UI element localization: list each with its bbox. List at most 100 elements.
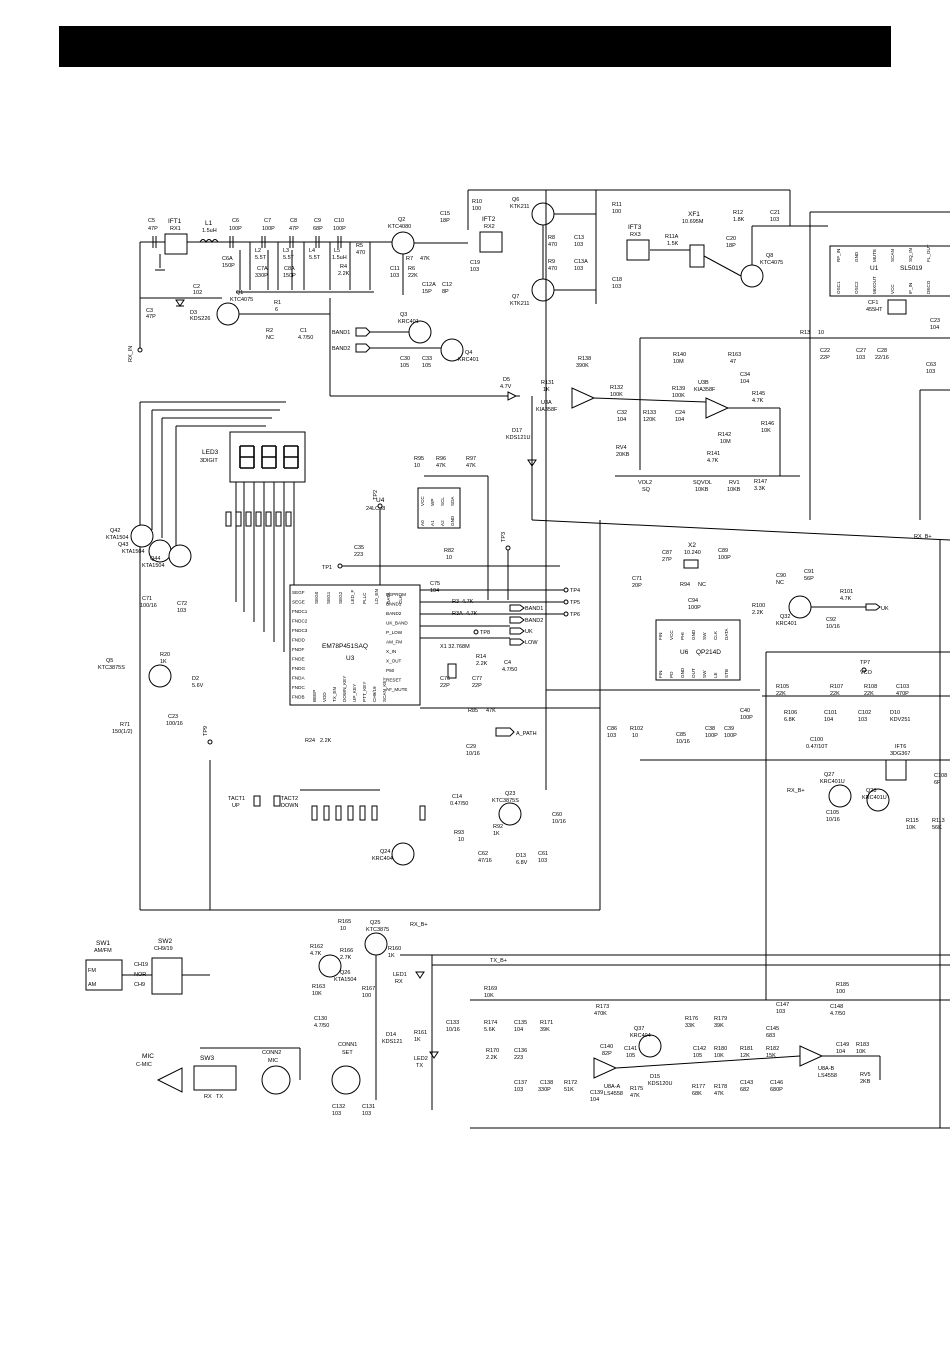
u3-name: EM78P451SAQ <box>322 643 368 650</box>
q27-transistor <box>828 784 852 808</box>
vol2-label: VOL2 <box>638 480 652 486</box>
u3a-opamp <box>571 387 596 409</box>
sw1-switch <box>85 959 123 991</box>
svg-text:1K: 1K <box>160 659 167 665</box>
mic-label: MIC <box>142 1053 154 1060</box>
u3-ic <box>289 584 421 706</box>
q28-label: Q28 <box>866 788 876 794</box>
svg-text:R139: R139 <box>672 386 685 392</box>
q27-value: KRC401U <box>820 779 845 785</box>
band2-port: BAND2 <box>332 346 350 352</box>
svg-text:C22: C22 <box>820 348 830 354</box>
svg-text:103: 103 <box>362 1111 371 1117</box>
tact2-value: DOWN <box>281 803 298 809</box>
u3-pin-label: BAND1 <box>386 602 402 607</box>
uk-port-2: UK <box>881 606 889 612</box>
svg-text:680P: 680P <box>770 1087 783 1093</box>
u6-pin-label: PD <box>669 671 674 678</box>
d3-value: KDS226 <box>190 316 211 322</box>
svg-text:10/16: 10/16 <box>552 819 566 825</box>
u3-pin-label: PLLC <box>362 592 367 604</box>
svg-text:330P: 330P <box>538 1087 551 1093</box>
svg-text:103: 103 <box>574 266 583 272</box>
svg-text:683: 683 <box>766 1033 775 1039</box>
svg-text:C142: C142 <box>693 1046 706 1052</box>
q2-label: Q2 <box>398 217 405 223</box>
svg-text:C13A: C13A <box>574 259 588 265</box>
u8a-opamp <box>593 1057 618 1079</box>
svg-text:4.7/50: 4.7/50 <box>298 335 313 341</box>
svg-text:C10: C10 <box>334 218 344 224</box>
svg-text:2.7K: 2.7K <box>340 955 352 961</box>
svg-text:27P: 27P <box>662 557 672 563</box>
q43-value: KTA1504 <box>122 549 145 555</box>
sw3-rx: RX <box>204 1094 212 1100</box>
x1-crystal <box>447 663 457 679</box>
svg-text:223: 223 <box>514 1055 523 1061</box>
sw2-label: SW2 <box>158 938 172 945</box>
svg-text:R11: R11 <box>612 202 622 208</box>
svg-text:15P: 15P <box>422 289 432 295</box>
svg-text:C71: C71 <box>142 596 152 602</box>
svg-text:100P: 100P <box>724 733 737 739</box>
svg-text:R20: R20 <box>160 652 170 658</box>
svg-text:C28: C28 <box>877 348 887 354</box>
q5-label: Q5 <box>106 658 113 664</box>
svg-text:C13: C13 <box>574 235 584 241</box>
sw3-switch <box>193 1065 237 1091</box>
svg-text:R133: R133 <box>643 410 656 416</box>
svg-text:104: 104 <box>514 1027 523 1033</box>
svg-text:100P: 100P <box>705 733 718 739</box>
svg-text:4.7/50: 4.7/50 <box>502 667 517 673</box>
q43-label: Q43 <box>118 542 128 548</box>
svg-text:103: 103 <box>514 1087 523 1093</box>
svg-text:103: 103 <box>538 858 547 864</box>
svg-text:100: 100 <box>472 206 481 212</box>
tp4-label: TP4 <box>570 588 580 594</box>
u3-pin-label: FNDC3 <box>292 628 308 633</box>
u6-ref: U6 <box>680 649 689 656</box>
u4-pin-label: A2 <box>440 520 445 526</box>
ift2-label: IFT2 <box>482 216 496 223</box>
svg-text:10/16: 10/16 <box>826 817 840 823</box>
svg-text:R173: R173 <box>596 1004 609 1010</box>
d17-label: D17 <box>512 428 522 434</box>
a-path-port: A_PATH <box>516 731 537 737</box>
q25-transistor <box>364 932 388 956</box>
svg-text:R175: R175 <box>630 1086 643 1092</box>
svg-text:103: 103 <box>574 242 583 248</box>
q1-transistor <box>216 302 240 326</box>
svg-text:150P: 150P <box>283 273 296 279</box>
svg-text:455HT: 455HT <box>866 307 883 313</box>
ift6-label: IFT6 <box>895 744 906 750</box>
svg-text:39K: 39K <box>540 1027 550 1033</box>
tact1-switch <box>253 795 261 807</box>
svg-text:1K: 1K <box>414 1037 421 1043</box>
svg-text:R93: R93 <box>454 830 464 836</box>
svg-text:R131: R131 <box>541 380 554 386</box>
svg-text:10K: 10K <box>761 428 771 434</box>
u3-pin-label: PTT_KEY <box>362 682 367 702</box>
u6-pin-label: SW <box>702 670 707 678</box>
svg-text:R180: R180 <box>714 1046 727 1052</box>
u3-pin-label: FNDF <box>292 647 304 652</box>
u6-pin-label: LE <box>713 672 718 678</box>
ift6-transformer <box>885 759 907 781</box>
q2-transistor <box>391 231 415 255</box>
svg-text:22P: 22P <box>472 683 482 689</box>
svg-text:R106: R106 <box>784 710 797 716</box>
svg-text:C34: C34 <box>740 372 750 378</box>
tx-b-net-1: TX_B+ <box>490 958 507 964</box>
sw1-am: AM <box>88 982 97 988</box>
svg-text:C61: C61 <box>538 851 548 857</box>
u3-pin-label: FNDB <box>292 695 305 700</box>
q1-label: Q1 <box>236 290 243 296</box>
u3-pin-label: FNDE <box>292 657 305 662</box>
svg-text:R161: R161 <box>414 1030 427 1036</box>
svg-text:R105: R105 <box>776 684 789 690</box>
svg-text:103: 103 <box>612 284 621 290</box>
svg-text:22P: 22P <box>440 683 450 689</box>
svg-text:102: 102 <box>193 290 202 296</box>
